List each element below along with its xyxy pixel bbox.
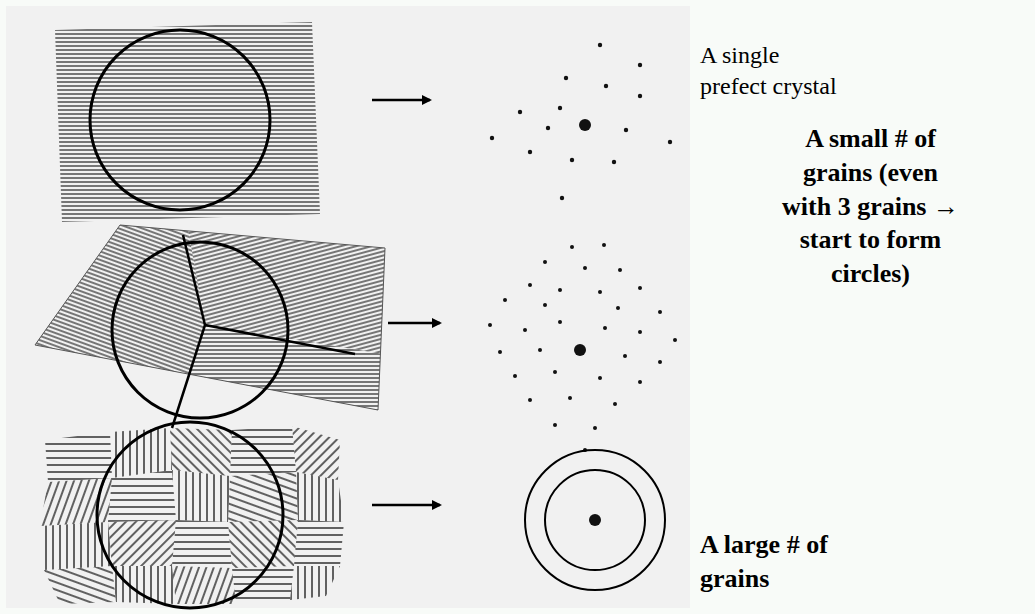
arrow [388, 322, 440, 325]
spot-pattern [488, 243, 677, 452]
row-caption: A single prefect crystal [700, 40, 848, 102]
arrow [372, 99, 430, 102]
many-grains [40, 426, 344, 604]
single-crystal [55, 22, 320, 222]
spot-pattern [490, 43, 672, 200]
row-caption: A large # of grains [700, 528, 850, 596]
grain-sheet-edge [35, 225, 385, 410]
aperture-circle [97, 422, 283, 608]
ring-pattern [525, 450, 665, 590]
three-grains [0, 200, 420, 440]
aperture-circle [90, 30, 270, 210]
row-caption: A small # of grains (even with 3 grains … [782, 122, 959, 291]
arrow [372, 504, 440, 507]
aperture-circle [112, 242, 288, 418]
grain-boundary [172, 235, 355, 428]
